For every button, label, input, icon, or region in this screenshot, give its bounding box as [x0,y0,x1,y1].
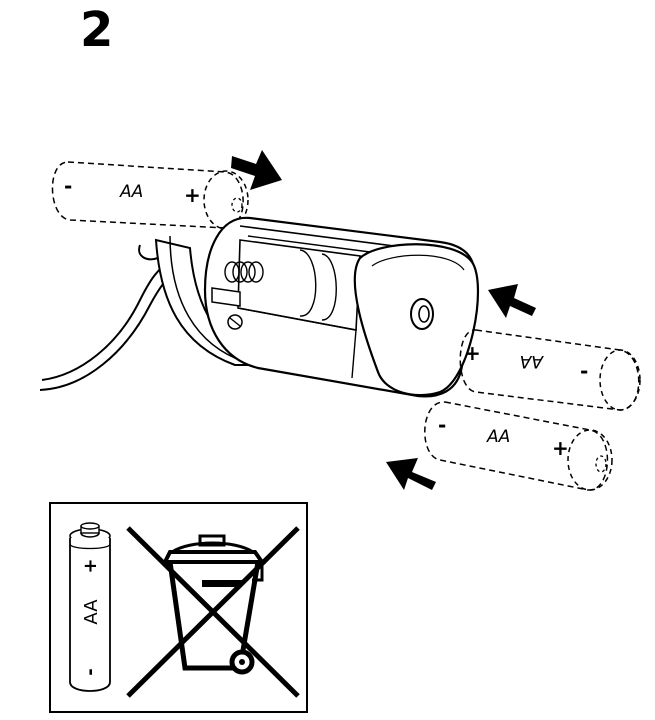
battery-bottom: - AA + [424,401,613,491]
battery-top-plus: + [184,183,201,207]
battery-bottom-minus: - [438,413,446,437]
insert-arrow-top [231,150,282,190]
battery-top-minus: - [64,174,72,198]
battery-middle: + AA - [459,329,641,411]
disposal-notice: + AA - [49,502,308,713]
cable-edge [39,269,177,391]
battery-middle-type: AA [520,351,544,371]
insert-arrow-bottom [386,458,436,490]
crossed-out-wheelie-bin-icon [126,526,300,698]
battery-bottom-plus: + [552,436,569,460]
battery-top: - AA + [51,161,249,230]
battery-top-type: AA [119,182,143,202]
disposal-battery-type: AA [81,599,102,625]
cable [41,261,171,381]
battery-holder [138,216,480,398]
battery-middle-plus: + [464,341,481,365]
disposal-battery-plus: + [80,558,101,573]
battery-bottom-type: AA [486,427,510,447]
battery-middle-minus: - [580,359,588,383]
disposal-battery-minus: - [80,668,101,675]
step-number: 2 [80,2,114,58]
disposal-battery: + AA - [69,522,111,692]
insert-arrow-middle [488,284,536,318]
